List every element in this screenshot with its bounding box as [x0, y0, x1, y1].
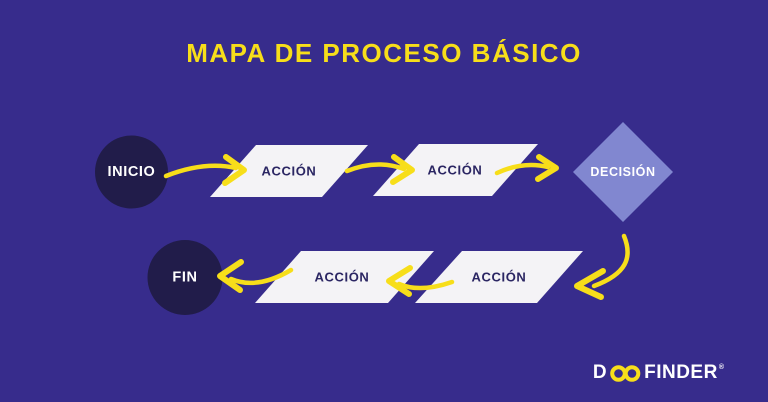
- accion-1-label: ACCIÓN: [262, 164, 317, 179]
- decision-diamond: [573, 122, 673, 222]
- inicio-circle: [95, 135, 168, 209]
- accion-1-parallelogram: [210, 145, 368, 197]
- decision-label: DECISIÓN: [590, 164, 655, 179]
- accion-2-parallelogram: [373, 144, 538, 196]
- accion-3-label: ACCIÓN: [472, 270, 527, 285]
- accion-4-label: ACCIÓN: [315, 270, 370, 285]
- arrow-accion-1-to-accion-2: [344, 154, 415, 185]
- accion-2-label: ACCIÓN: [428, 163, 483, 178]
- arrow-inicio-to-accion-1: [163, 154, 247, 186]
- node-accion-2: ACCIÓN: [373, 144, 538, 196]
- node-accion-4: ACCIÓN: [255, 251, 434, 303]
- node-inicio: INICIO: [95, 135, 168, 209]
- arrow-accion-2-to-decision: [494, 154, 559, 182]
- node-accion-3: ACCIÓN: [415, 251, 583, 303]
- accion-3-parallelogram: [415, 251, 583, 303]
- logo-letter-d: D: [592, 362, 608, 383]
- arrow-decision-to-accion-3: [574, 233, 630, 300]
- node-fin: FIN: [147, 240, 223, 315]
- logo-letters-finder: FINDER: [644, 362, 718, 383]
- inicio-label: INICIO: [108, 164, 156, 180]
- logo-infinity-icon: [610, 364, 641, 382]
- fin-circle: [147, 240, 223, 315]
- arrow-accion-3-to-accion-4: [386, 265, 455, 297]
- accion-4-parallelogram: [255, 251, 434, 303]
- node-accion-1: ACCIÓN: [210, 145, 368, 197]
- node-decision: DECISIÓN: [573, 122, 673, 222]
- doofinder-logo: D FINDER ®: [593, 363, 724, 382]
- fin-label: FIN: [172, 270, 197, 286]
- registered-mark: ®: [718, 364, 724, 371]
- page-title: MAPA DE PROCESO BÁSICO: [186, 38, 582, 68]
- arrow-accion-4-to-fin: [217, 259, 294, 293]
